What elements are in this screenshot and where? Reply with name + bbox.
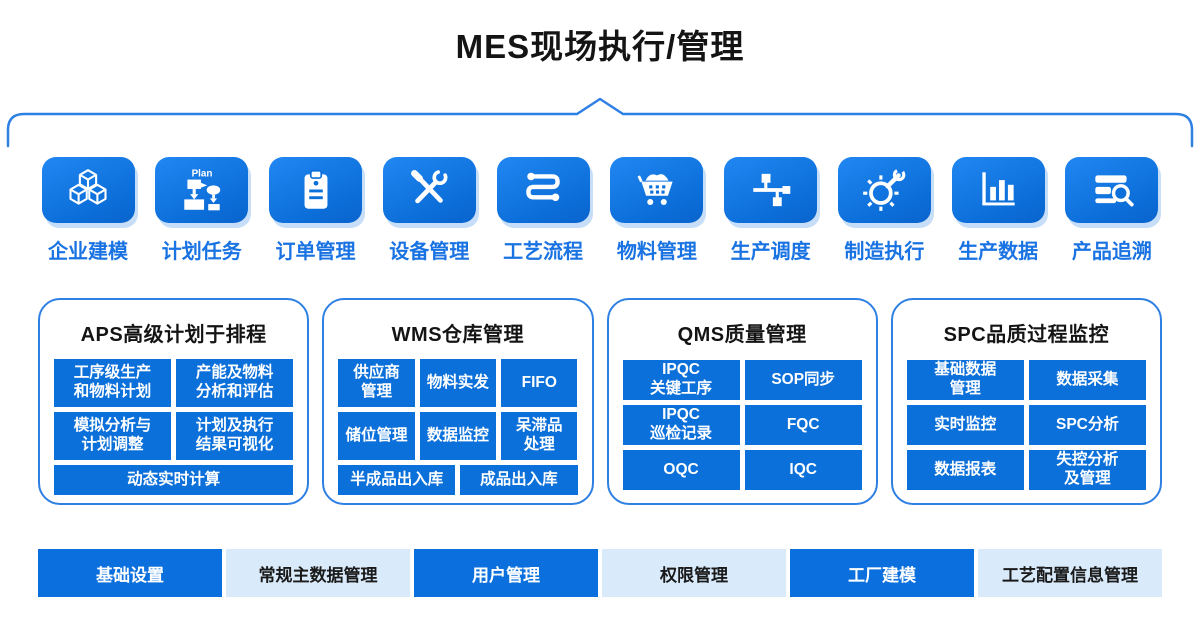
module-cell: 数据报表 — [906, 450, 1024, 490]
module-cell: 模拟分析与 计划调整 — [54, 412, 172, 460]
module-cell: IPQC 巡检记录 — [622, 405, 740, 445]
bottom-bar-segment: 权限管理 — [602, 549, 786, 597]
module-cell: 数据监控 — [419, 412, 497, 460]
bottom-bar-segment: 工厂建模 — [790, 549, 974, 597]
module-box-title: APS高级计划于排程 — [80, 324, 267, 346]
module-cell: 数据采集 — [1028, 360, 1146, 400]
bar-chart-icon — [951, 157, 1045, 223]
bottom-bar-segment: 工艺配置信息管理 — [978, 549, 1162, 597]
tools-icon — [382, 157, 476, 223]
module-cell: SPC分析 — [1028, 405, 1146, 445]
module-cell: FIFO — [501, 359, 578, 407]
cart-icon — [610, 157, 704, 223]
module-cell: 呆滞品 处理 — [501, 412, 578, 460]
icon-label: 物料管理 — [616, 241, 697, 263]
module-cell: 物料实发 — [419, 359, 497, 407]
icon-label: 生产调度 — [730, 241, 811, 263]
bracket-outline — [6, 97, 1194, 148]
module-cell: 动态实时计算 — [54, 465, 294, 495]
icon-item: 制造执行 — [834, 157, 934, 264]
svg-text:Plan: Plan — [191, 168, 212, 179]
module-cell: 产能及物料 分析和评估 — [176, 359, 294, 407]
module-cell: IPQC 关键工序 — [622, 360, 740, 400]
module-cell: 失控分析 及管理 — [1028, 450, 1146, 490]
bottom-bar-segment: 常规主数据管理 — [226, 549, 410, 597]
bottom-bar-segment: 用户管理 — [414, 549, 598, 597]
module-cell: OQC — [622, 450, 740, 490]
module-cell: 实时监控 — [906, 405, 1024, 445]
bottom-platform-bar: 基础设置常规主数据管理用户管理权限管理工厂建模工艺配置信息管理 — [38, 549, 1162, 597]
module-box-title: QMS质量管理 — [677, 324, 807, 346]
module-icon-row: 企业建模 Plan 计划任务 订单管理 设备管理 工艺流程 物料管理 生产调度 制造执行 生产数据… — [38, 157, 1162, 264]
module-cell: 基础数据 管理 — [906, 360, 1024, 400]
module-cell: SOP同步 — [744, 360, 862, 400]
icon-item: 订单管理 — [266, 157, 366, 264]
module-box-title: SPC品质过程监控 — [943, 324, 1110, 346]
module-box-title: WMS仓库管理 — [391, 324, 525, 346]
icon-label: 生产数据 — [958, 241, 1039, 263]
route-icon — [496, 157, 590, 223]
icon-label: 制造执行 — [844, 241, 925, 263]
module-cell: 半成品出入库 — [338, 465, 456, 495]
icon-label: 订单管理 — [275, 241, 356, 263]
icon-label: 设备管理 — [389, 241, 470, 263]
module-cell: 计划及执行 结果可视化 — [176, 412, 294, 460]
module-cell: 工序级生产 和物料计划 — [54, 359, 172, 407]
module-cell: 储位管理 — [338, 412, 415, 460]
gear-wrench-icon — [837, 157, 931, 223]
icon-item: 产品追溯 — [1062, 157, 1162, 264]
icon-item: 企业建模 — [38, 157, 138, 264]
module-cell: IQC — [744, 450, 862, 490]
cubes-icon — [41, 157, 135, 223]
icon-item: 物料管理 — [607, 157, 707, 264]
module-cell: 成品出入库 — [460, 465, 578, 495]
icon-label: 产品追溯 — [1071, 241, 1152, 263]
icon-item: 生产数据 — [948, 157, 1048, 264]
trace-search-icon — [1065, 157, 1159, 223]
icon-label: 企业建模 — [48, 241, 128, 263]
icon-item: Plan 计划任务 — [152, 157, 252, 264]
plan-flowchart-icon: Plan — [155, 157, 249, 223]
icon-label: 计划任务 — [161, 241, 242, 263]
icon-item: 设备管理 — [379, 157, 479, 264]
clipboard-icon — [269, 157, 363, 223]
icon-label: 工艺流程 — [503, 241, 584, 263]
module-box: APS高级计划于排程工序级生产 和物料计划产能及物料 分析和评估模拟分析与 计划… — [38, 298, 310, 505]
module-cell: 供应商 管理 — [338, 359, 415, 407]
page-title: MES现场执行/管理 — [455, 28, 745, 65]
sliders-icon — [724, 157, 818, 223]
bottom-bar-segment: 基础设置 — [38, 549, 222, 597]
icon-item: 生产调度 — [721, 157, 821, 264]
module-boxes-row: APS高级计划于排程工序级生产 和物料计划产能及物料 分析和评估模拟分析与 计划… — [38, 298, 1162, 505]
module-cell: FQC — [744, 405, 862, 445]
icon-item: 工艺流程 — [493, 157, 593, 264]
